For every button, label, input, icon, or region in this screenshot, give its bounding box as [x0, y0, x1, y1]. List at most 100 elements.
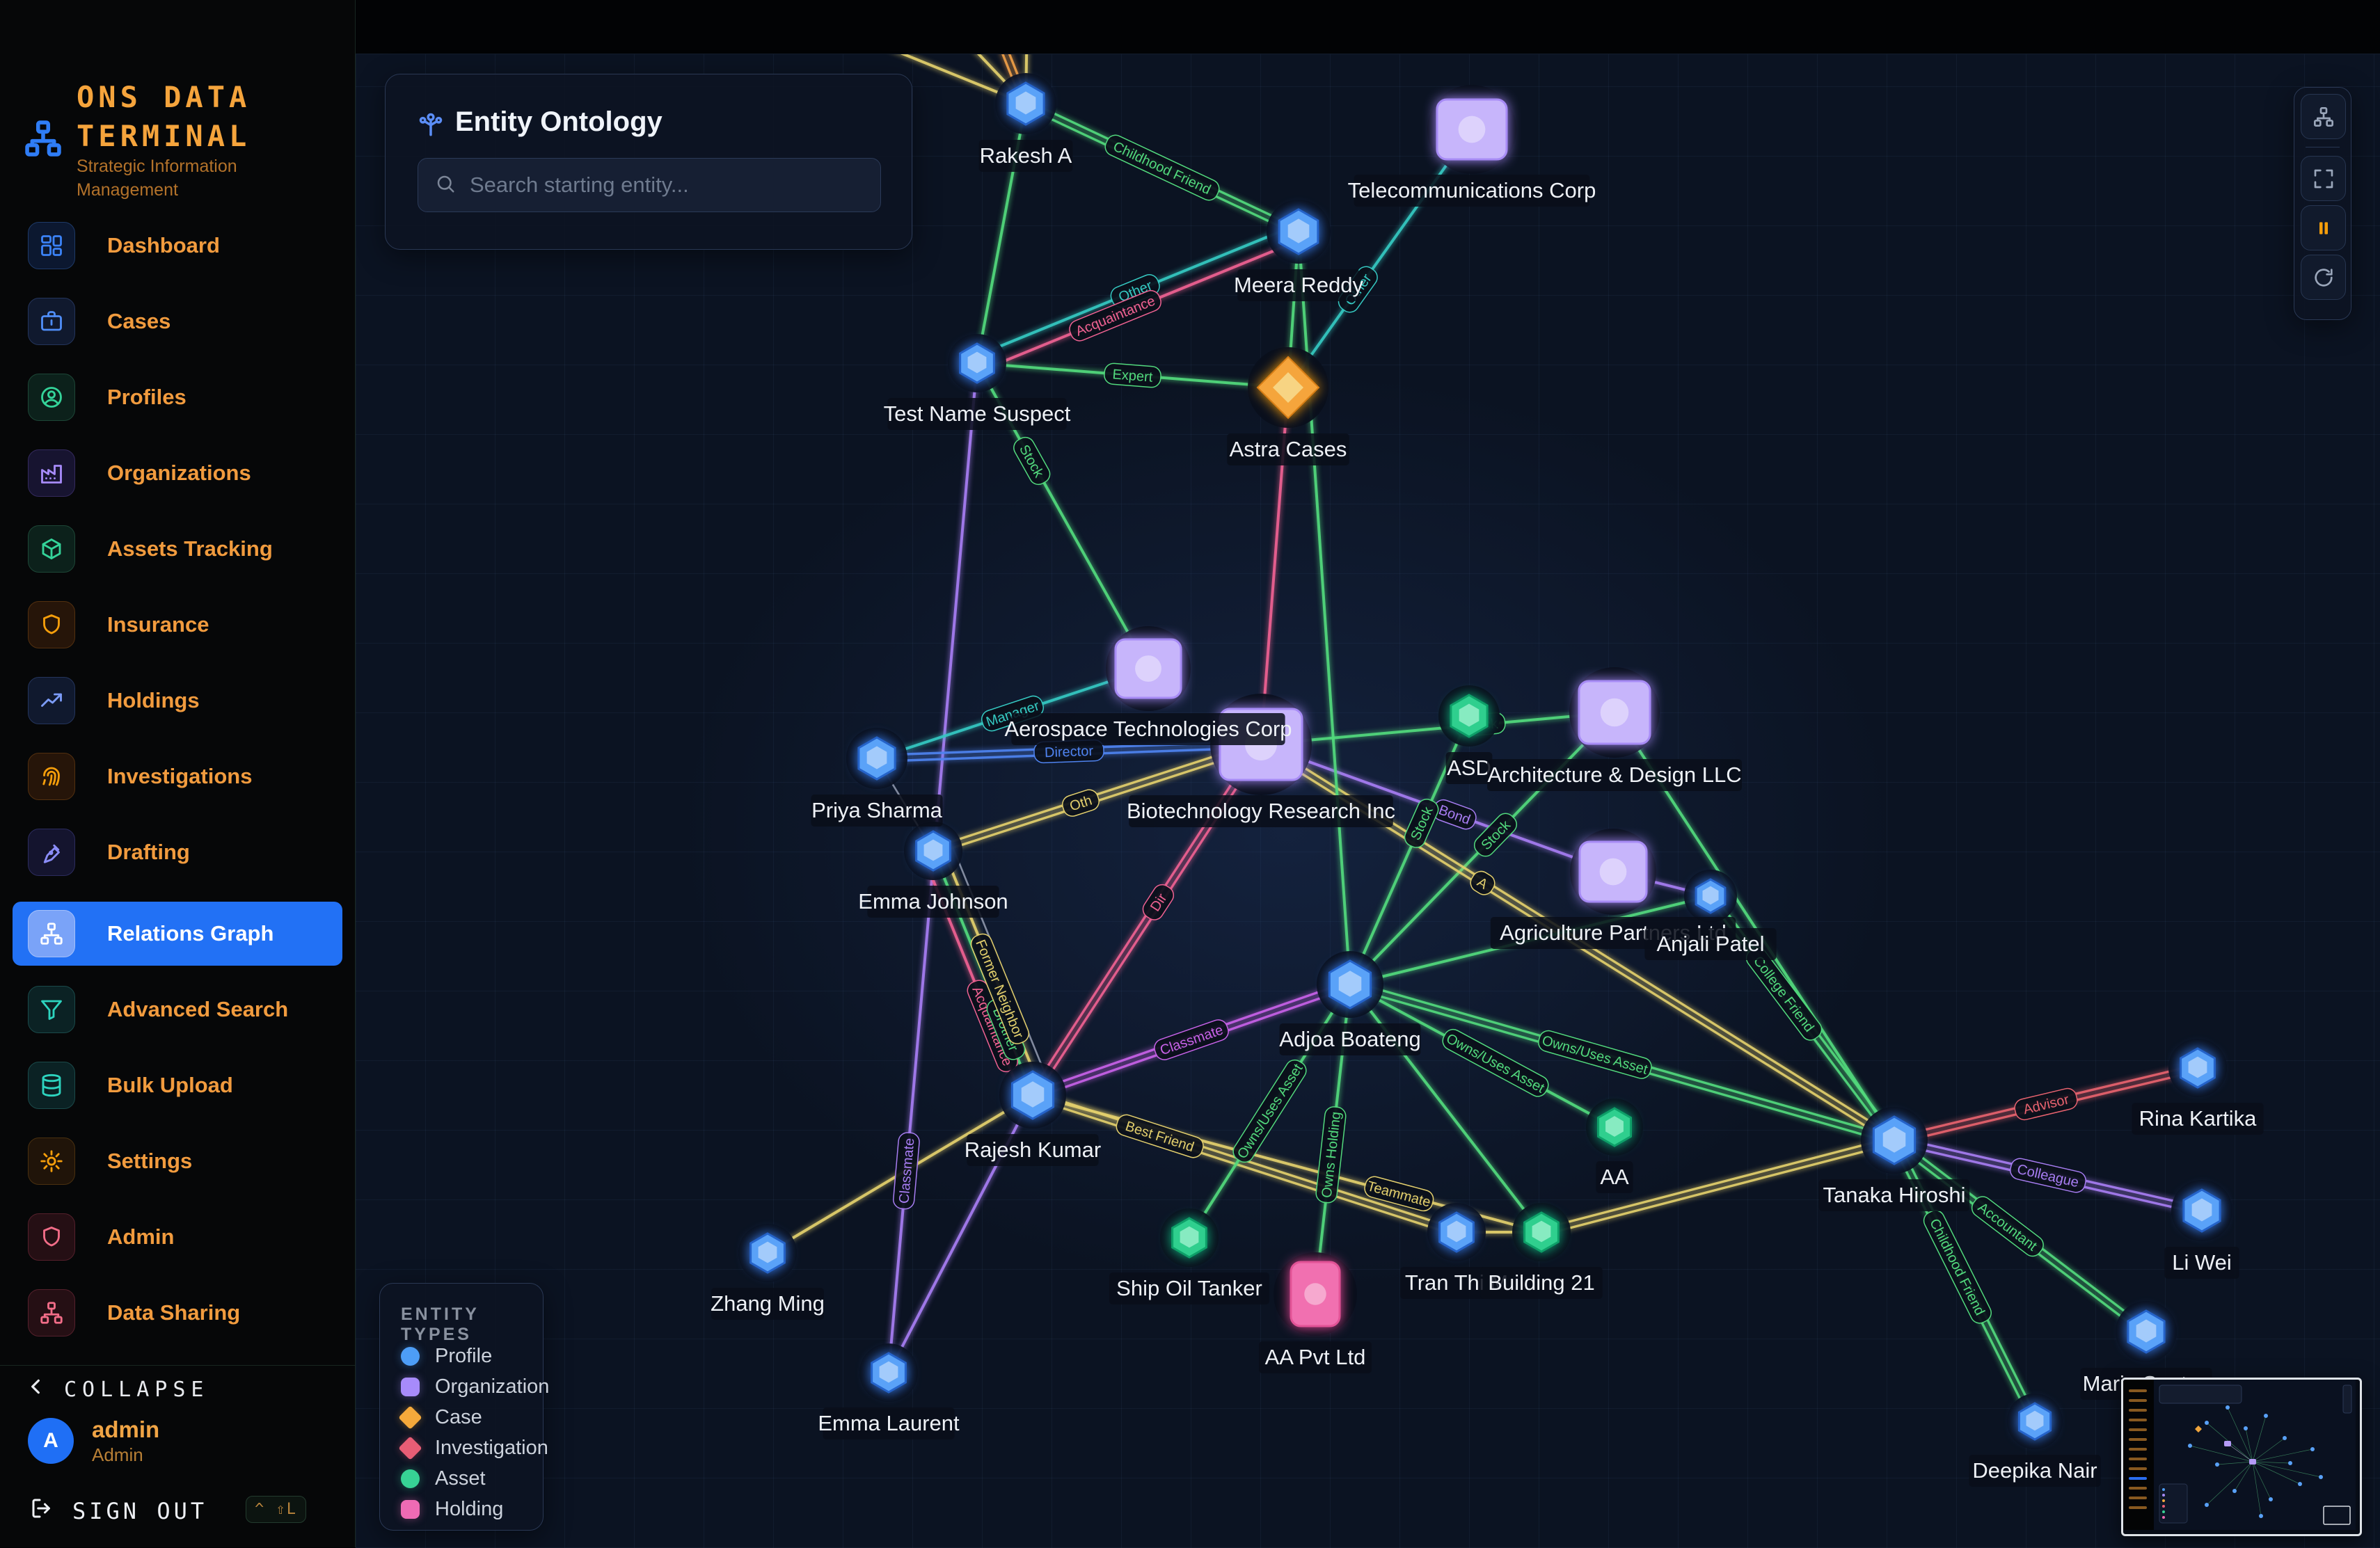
toolbar-pause-button[interactable]	[2301, 205, 2346, 250]
graph-node-archdesign[interactable]	[1569, 667, 1660, 758]
sidebar-item-profiles[interactable]: Profiles	[13, 371, 342, 424]
legend-item-investigation: Investigation	[398, 1434, 548, 1462]
pause-icon	[2319, 221, 2328, 234]
graph-node-liwei[interactable]	[2171, 1180, 2232, 1241]
sidebar-item-settings[interactable]: Settings	[13, 1135, 342, 1188]
collapse-label: COLLAPSE	[64, 1377, 209, 1402]
funnel-icon-tile	[28, 986, 75, 1033]
shield-icon	[43, 614, 60, 635]
edge-label: Advisor	[2014, 1087, 2078, 1121]
package-icon-tile	[28, 525, 75, 573]
graph-node-aerospace[interactable]	[1106, 626, 1191, 711]
legend-item-profile: Profile	[401, 1342, 492, 1370]
graph-node-label: Rajesh Kumar	[965, 1134, 1101, 1166]
legend-organization-swatch	[401, 1377, 420, 1396]
graph-svg[interactable]: Childhood FriendOtherAcquaintanceExpertO…	[356, 54, 2380, 1548]
graph-node-shipoil[interactable]	[1160, 1208, 1219, 1267]
sidebar-item-label: Organizations	[107, 461, 251, 485]
graph-node-deepika[interactable]	[2007, 1394, 2063, 1449]
grid-icon	[41, 235, 62, 256]
graph-node-label: Architecture & Design LLC	[1487, 759, 1742, 791]
graph-node-priya[interactable]	[846, 728, 907, 789]
sidebar-item-assets-tracking[interactable]: Assets Tracking	[13, 522, 342, 575]
gear-icon-tile	[28, 1138, 75, 1185]
svg-text:Rina Kartika: Rina Kartika	[2139, 1106, 2258, 1131]
graph-node-agri[interactable]	[1570, 829, 1656, 915]
sign-out-shortcut: ^ ⇧L	[246, 1496, 306, 1523]
sidebar-item-dashboard[interactable]: Dashboard	[13, 219, 342, 272]
sidebar-item-drafting[interactable]: Drafting	[13, 826, 342, 879]
sidebar-item-label: Admin	[107, 1224, 175, 1249]
toolbar-refresh-button[interactable]	[2301, 255, 2346, 300]
edge-label: Teammate	[1364, 1176, 1434, 1212]
graph-node-rajesh[interactable]	[999, 1062, 1066, 1128]
sidebar-collapse-button[interactable]: COLLAPSE	[25, 1375, 209, 1403]
network-icon	[25, 120, 61, 157]
graph-node-aapvt[interactable]	[1274, 1252, 1357, 1336]
pen-icon-tile	[28, 829, 75, 876]
graph-node-tranthi[interactable]	[1427, 1203, 1486, 1261]
graph-node-maria[interactable]	[2116, 1301, 2177, 1362]
sidebar-item-organizations[interactable]: Organizations	[13, 447, 342, 500]
edge-label: Owns Holding	[1315, 1106, 1347, 1204]
entity-search-input[interactable]	[468, 172, 861, 198]
graph-node-label: ASD	[1445, 752, 1493, 784]
sidebar-item-data-sharing[interactable]: Data Sharing	[13, 1286, 342, 1339]
sidebar-item-cases[interactable]: Cases	[13, 295, 342, 348]
edge-label: Childhood Friend	[1104, 134, 1220, 201]
graph-node-adjoa[interactable]	[1317, 951, 1383, 1018]
svg-text:Li Wei: Li Wei	[2172, 1250, 2232, 1275]
graph-node-testname[interactable]	[948, 334, 1006, 392]
relations-graph-canvas[interactable]: Childhood FriendOtherAcquaintanceExpertO…	[356, 54, 2380, 1548]
sidebar-item-label: Holdings	[107, 688, 200, 712]
logout-icon	[29, 1496, 72, 1526]
edge-label: Oth	[1061, 789, 1100, 817]
sidebar-item-relations-graph[interactable]: Relations Graph	[13, 902, 342, 966]
briefcase-icon-tile	[28, 298, 75, 345]
user-card[interactable]: A admin Admin	[28, 1416, 159, 1466]
graph-node-rakesh[interactable]	[995, 73, 1056, 134]
svg-text:Zhang Ming: Zhang Ming	[711, 1291, 825, 1316]
sidebar-item-admin[interactable]: Admin	[13, 1211, 342, 1263]
toolbar-expand-button[interactable]	[2301, 156, 2346, 201]
grid-icon-tile	[28, 222, 75, 269]
toolbar-network-button[interactable]	[2301, 94, 2346, 139]
briefcase-icon	[41, 311, 62, 331]
sign-out-button[interactable]: SIGN OUT ^ ⇧L	[29, 1496, 335, 1526]
graph-node-emmajohnson[interactable]	[904, 822, 962, 880]
network-icon	[2313, 106, 2333, 127]
svg-text:Childhood Friend: Childhood Friend	[1926, 1216, 1988, 1318]
graph-node-label: Telecommunications Corp	[1348, 175, 1596, 207]
expand-icon	[2314, 169, 2333, 188]
sidebar-item-bulk-upload[interactable]: Bulk Upload	[13, 1059, 342, 1112]
graph-node-emmalaurent[interactable]	[859, 1343, 918, 1402]
shield-icon	[43, 1227, 60, 1247]
network-icon	[40, 923, 63, 945]
user-circle-icon-tile	[28, 374, 75, 421]
sidebar-item-insurance[interactable]: Insurance	[13, 598, 342, 651]
sidebar-nav: Dashboard Cases Profiles Organizations A…	[0, 219, 355, 1362]
graph-node-astra[interactable]	[1248, 347, 1328, 428]
sidebar-item-investigations[interactable]: Investigations	[13, 750, 342, 803]
graph-node-asd[interactable]	[1438, 685, 1500, 747]
minimap[interactable]	[2121, 1378, 2362, 1536]
graph-node-meera[interactable]	[1267, 200, 1331, 264]
sidebar-item-label: Investigations	[107, 764, 253, 788]
sidebar-item-advanced-search[interactable]: Advanced Search	[13, 983, 342, 1036]
graph-node-building21[interactable]	[1512, 1203, 1571, 1261]
graph-node-label: Emma Laurent	[818, 1407, 960, 1439]
graph-edge-labels: Childhood FriendOtherAcquaintanceExpertO…	[893, 134, 2086, 1324]
svg-text:Aerospace Technologies Corp: Aerospace Technologies Corp	[1004, 717, 1292, 741]
entity-search[interactable]	[418, 158, 881, 212]
graph-node-label: Aerospace Technologies Corp	[1004, 713, 1292, 745]
svg-text:Emma Laurent: Emma Laurent	[818, 1411, 960, 1435]
graph-node-rina[interactable]	[2168, 1039, 2227, 1097]
graph-node-aa[interactable]	[1586, 1099, 1643, 1156]
edge-label: Director	[1033, 739, 1104, 764]
sidebar-item-label: Assets Tracking	[107, 536, 273, 561]
graph-node-anjali[interactable]	[1684, 870, 1737, 923]
graph-node-telecom[interactable]	[1427, 85, 1516, 174]
graph-node-tanaka[interactable]	[1861, 1107, 1928, 1174]
graph-node-zhang[interactable]	[738, 1224, 797, 1282]
sidebar-item-holdings[interactable]: Holdings	[13, 674, 342, 727]
